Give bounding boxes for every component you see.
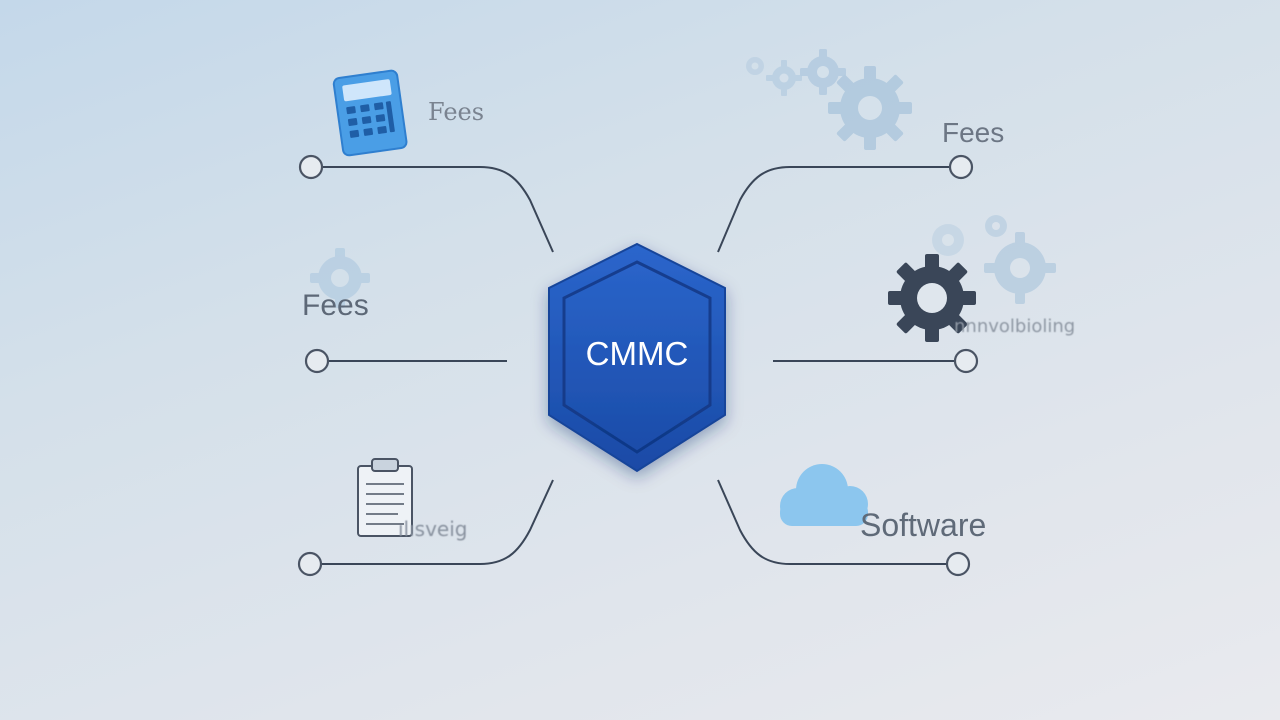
cmmc-badge[interactable] bbox=[548, 242, 726, 473]
node-top-left[interactable] bbox=[298, 154, 324, 180]
connectors bbox=[322, 166, 954, 565]
node-top-right[interactable] bbox=[948, 154, 974, 180]
label-top-right: Fees bbox=[942, 117, 1005, 148]
gear-icon-faint-left bbox=[310, 248, 370, 308]
gears-icon bbox=[746, 49, 912, 150]
node-bottom-left[interactable] bbox=[297, 551, 323, 577]
connector-top-left bbox=[322, 166, 554, 253]
gear-icon bbox=[888, 254, 976, 342]
label-top-left: Fees bbox=[428, 98, 485, 126]
node-mid-left[interactable] bbox=[304, 348, 330, 374]
label-mid-right: nnnvolbioling bbox=[954, 316, 1076, 337]
clipboard-icon bbox=[357, 458, 413, 537]
node-mid-right[interactable] bbox=[953, 348, 979, 374]
connector-bottom-right bbox=[717, 479, 946, 565]
label-bottom-left: ılısveig bbox=[398, 517, 468, 541]
label-bottom-right: Software bbox=[860, 507, 987, 543]
cloud-icon bbox=[780, 464, 868, 526]
calculator-icon bbox=[332, 69, 408, 157]
node-bottom-right[interactable] bbox=[945, 551, 971, 577]
connector-bottom-left bbox=[322, 479, 554, 565]
gears-icon-faint-right bbox=[932, 215, 1056, 304]
connector-top-right bbox=[717, 166, 949, 253]
label-mid-left: Fees bbox=[302, 289, 369, 322]
cmmc-label: CMMC bbox=[586, 335, 689, 372]
